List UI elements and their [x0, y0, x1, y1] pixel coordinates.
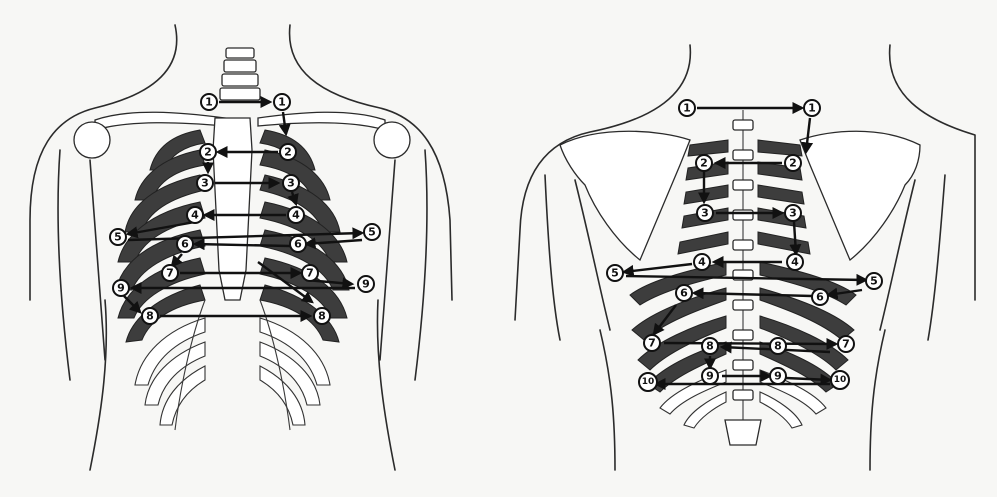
anterior-left-shoulder — [74, 122, 110, 158]
svg-text:7: 7 — [842, 338, 850, 351]
svg-text:2: 2 — [204, 146, 212, 159]
marker-p8R: 8 — [770, 338, 786, 354]
svg-text:9: 9 — [774, 370, 782, 383]
anterior-right-clavicle — [258, 112, 385, 130]
marker-p5R: 5 — [866, 273, 882, 289]
marker-p1R: 1 — [804, 100, 820, 116]
marker-a6R: 6 — [290, 236, 306, 252]
svg-text:4: 4 — [791, 256, 799, 269]
posterior-torso-left — [600, 330, 615, 470]
posterior-torso-right — [870, 330, 885, 470]
marker-p10L: 10 — [639, 373, 657, 391]
svg-text:4: 4 — [698, 256, 706, 269]
marker-a5R: 5 — [364, 224, 380, 240]
anterior-cervical-spine — [220, 48, 260, 100]
anterior-torso-left — [90, 300, 106, 470]
svg-text:1: 1 — [683, 102, 691, 115]
svg-text:8: 8 — [146, 310, 154, 323]
marker-a4L: 4 — [187, 207, 203, 223]
marker-a1L: 1 — [201, 94, 217, 110]
marker-a9L: 9 — [113, 280, 129, 296]
marker-a8L: 8 — [142, 308, 158, 324]
svg-text:2: 2 — [789, 157, 797, 170]
marker-p1L: 1 — [679, 100, 695, 116]
svg-text:7: 7 — [166, 267, 174, 280]
anterior-ribs-left — [116, 130, 205, 342]
marker-a3L: 3 — [197, 175, 213, 191]
marker-a9R: 9 — [358, 276, 374, 292]
anterior-figure — [30, 25, 452, 470]
marker-p2R: 2 — [785, 155, 801, 171]
svg-text:4: 4 — [191, 209, 199, 222]
svg-text:1: 1 — [278, 96, 286, 109]
svg-text:6: 6 — [680, 287, 688, 300]
svg-text:1: 1 — [205, 96, 213, 109]
svg-text:3: 3 — [701, 207, 709, 220]
marker-a8R: 8 — [314, 308, 330, 324]
svg-text:2: 2 — [284, 146, 292, 159]
marker-p9R: 9 — [770, 368, 786, 384]
marker-a2L: 2 — [200, 144, 216, 160]
svg-text:10: 10 — [834, 375, 847, 385]
anterior-costal-margin — [175, 300, 290, 430]
anterior-left-arm — [58, 150, 105, 380]
anterior-lower-ribs — [135, 318, 330, 425]
marker-a3R: 3 — [283, 175, 299, 191]
anterior-torso-right — [377, 300, 395, 470]
svg-text:8: 8 — [318, 310, 326, 323]
marker-p8L: 8 — [702, 338, 718, 354]
svg-text:7: 7 — [648, 337, 656, 350]
svg-text:6: 6 — [181, 238, 189, 251]
marker-a5L: 5 — [110, 229, 126, 245]
marker-p6R: 6 — [812, 289, 828, 305]
svg-text:5: 5 — [114, 231, 122, 244]
svg-text:10: 10 — [642, 377, 655, 387]
svg-text:6: 6 — [816, 291, 824, 304]
svg-text:5: 5 — [870, 275, 878, 288]
svg-text:3: 3 — [287, 177, 295, 190]
marker-p10R: 10 — [831, 371, 849, 389]
marker-p3L: 3 — [697, 205, 713, 221]
svg-text:2: 2 — [700, 157, 708, 170]
marker-p4R: 4 — [787, 254, 803, 270]
posterior-right-scapula — [800, 131, 920, 260]
anterior-left-clavicle — [95, 112, 225, 130]
marker-p9L: 9 — [702, 368, 718, 384]
svg-text:1: 1 — [808, 102, 816, 115]
svg-text:5: 5 — [611, 267, 619, 280]
marker-a7R: 7 — [302, 265, 318, 281]
svg-text:3: 3 — [789, 207, 797, 220]
anterior-right-shoulder — [374, 122, 410, 158]
svg-text:3: 3 — [201, 177, 209, 190]
marker-p7R: 7 — [838, 336, 854, 352]
svg-text:5: 5 — [368, 226, 376, 239]
svg-text:7: 7 — [306, 267, 314, 280]
marker-a6L: 6 — [177, 236, 193, 252]
marker-p5L: 5 — [607, 265, 623, 281]
marker-p6L: 6 — [676, 285, 692, 301]
svg-text:9: 9 — [362, 278, 370, 291]
marker-p3R: 3 — [785, 205, 801, 221]
marker-a4R: 4 — [288, 207, 304, 223]
svg-text:8: 8 — [774, 340, 782, 353]
svg-text:8: 8 — [706, 340, 714, 353]
marker-a7L: 7 — [162, 265, 178, 281]
svg-text:4: 4 — [292, 209, 300, 222]
marker-a1R: 1 — [274, 94, 290, 110]
anterior-right-arm — [380, 150, 427, 380]
svg-text:9: 9 — [706, 370, 714, 383]
marker-p4L: 4 — [694, 254, 710, 270]
svg-text:6: 6 — [294, 238, 302, 251]
marker-a2R: 2 — [280, 144, 296, 160]
svg-text:9: 9 — [117, 282, 125, 295]
marker-p7L: 7 — [644, 335, 660, 351]
marker-p2L: 2 — [696, 155, 712, 171]
